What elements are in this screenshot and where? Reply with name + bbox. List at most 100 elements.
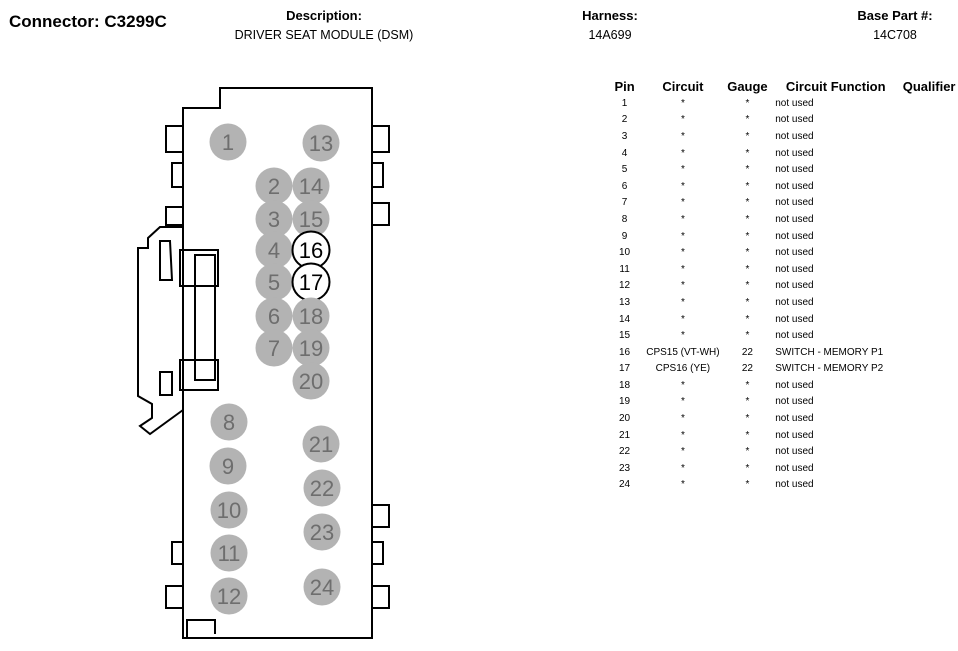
pin-label: 7 — [268, 336, 280, 361]
cell-pin-number: 11 — [619, 263, 630, 275]
cell-qualifier — [900, 460, 958, 477]
pin-5: 5 — [255, 263, 293, 301]
cell-qualifier — [900, 278, 958, 295]
cell-circuit: * — [680, 213, 685, 225]
cell-circuit: CPS16 (YE) — [655, 363, 711, 375]
pin-6: 6 — [255, 297, 293, 335]
pin-circle — [302, 425, 340, 463]
cell-gauge: * — [745, 197, 750, 209]
table-row: 8 * * not used — [607, 211, 958, 228]
table-row: 4**not used — [607, 145, 958, 162]
table-row: 6**not used — [607, 178, 958, 195]
cell-pin-number: 12 — [619, 280, 631, 292]
pin-table: Pin Circuit Gauge Circuit Function Quali… — [607, 77, 958, 493]
cell-circuit-function: not used — [775, 446, 814, 458]
base-part-block: Base Part #: 14C708 — [840, 8, 950, 42]
cell-qualifier — [900, 178, 958, 195]
cell-pin-number: 4 — [621, 147, 628, 159]
cell-circuit: * — [680, 97, 685, 109]
pin-16: 16 — [291, 230, 331, 270]
cell-pin-number: 3 — [621, 130, 628, 142]
cell-gauge: * — [745, 396, 750, 408]
table-row: 11**not used — [607, 261, 958, 278]
pin-label: 8 — [223, 410, 235, 435]
cell-qualifier — [900, 377, 958, 394]
pin-circle — [292, 362, 330, 400]
pin-label: 3 — [268, 207, 280, 232]
cell-qualifier — [900, 311, 958, 328]
pin-label: 11 — [218, 541, 241, 566]
cell-pin-number: 20 — [619, 413, 631, 425]
base-part-label: Base Part #: — [857, 8, 933, 23]
cell-pin-number: 22 — [619, 446, 631, 458]
table-row: 14**not used — [607, 311, 958, 328]
pin-circle — [303, 513, 341, 551]
pin-circle — [210, 403, 248, 441]
cell-circuit: * — [680, 230, 685, 242]
cell-gauge: * — [745, 180, 750, 192]
cell-circuit: * — [680, 114, 685, 126]
cell-qualifier — [900, 477, 958, 494]
pin-label: 21 — [309, 432, 333, 457]
table-row: 12**not used — [607, 278, 958, 295]
cell-gauge: * — [745, 429, 750, 441]
cell-circuit-function: not used — [775, 379, 814, 391]
cell-pin-number: 17 — [619, 363, 631, 375]
cell-circuit: * — [680, 413, 685, 425]
cell-circuit: CPS15 (VT-WH) — [646, 346, 720, 358]
column-header-circuit: Circuit — [662, 78, 704, 94]
table-row: 3**not used — [607, 128, 958, 145]
table-row: 19**not used — [607, 394, 958, 411]
pin-circle — [292, 297, 330, 335]
pin-circle — [302, 124, 340, 162]
pin-20: 20 — [292, 362, 330, 400]
cell-qualifier — [900, 344, 958, 361]
table-row: 18**not used — [607, 377, 958, 394]
pin-circle — [292, 329, 330, 367]
cell-qualifier — [900, 361, 958, 378]
cell-circuit: * — [680, 479, 685, 491]
pin-label: 1 — [222, 130, 234, 155]
cell-pin-number: 21 — [619, 429, 631, 441]
cell-circuit: * — [680, 330, 685, 342]
table-row: 24**not used — [607, 477, 958, 494]
cell-pin-number: 9 — [621, 230, 628, 242]
pin-label: 16 — [299, 238, 323, 263]
pin-label: 2 — [268, 174, 280, 199]
description-label: Description: — [286, 8, 362, 23]
cell-circuit: * — [680, 147, 685, 159]
cell-circuit-function: not used — [775, 213, 814, 225]
table-row: 21**not used — [607, 427, 958, 444]
cell-pin-number: 8 — [621, 213, 628, 225]
cell-qualifier — [900, 261, 958, 278]
table-row: 13**not used — [607, 294, 958, 311]
cell-qualifier — [900, 161, 958, 178]
cell-qualifier — [900, 228, 958, 245]
cell-circuit-function: SWITCH - MEMORY P2 — [775, 363, 884, 375]
cell-qualifier — [900, 128, 958, 145]
cell-gauge: * — [745, 213, 750, 225]
cell-circuit-function: not used — [775, 396, 814, 408]
pin-label: 6 — [268, 304, 280, 329]
cell-circuit-function: not used — [775, 330, 814, 342]
pin-label: 5 — [268, 270, 280, 295]
cell-pin-number: 7 — [621, 197, 628, 209]
cell-gauge: * — [745, 413, 750, 425]
cell-pin-number: 5 — [621, 164, 628, 176]
cell-pin-number: 13 — [619, 296, 631, 308]
cell-circuit-function: not used — [775, 197, 814, 209]
column-header-gauge: Gauge — [727, 78, 768, 94]
cell-gauge: * — [745, 247, 750, 259]
pin-label: 4 — [268, 238, 280, 263]
cell-gauge: * — [745, 97, 750, 109]
pin-circle — [255, 200, 293, 238]
cell-circuit-function: not used — [775, 180, 814, 192]
pin-circle — [292, 167, 330, 205]
cell-circuit-function: not used — [775, 130, 814, 142]
pin-label: 22 — [310, 476, 334, 501]
cell-circuit-function: not used — [775, 164, 814, 176]
cell-circuit: * — [680, 446, 685, 458]
cell-gauge: * — [745, 263, 750, 275]
pin-circle — [303, 469, 341, 507]
